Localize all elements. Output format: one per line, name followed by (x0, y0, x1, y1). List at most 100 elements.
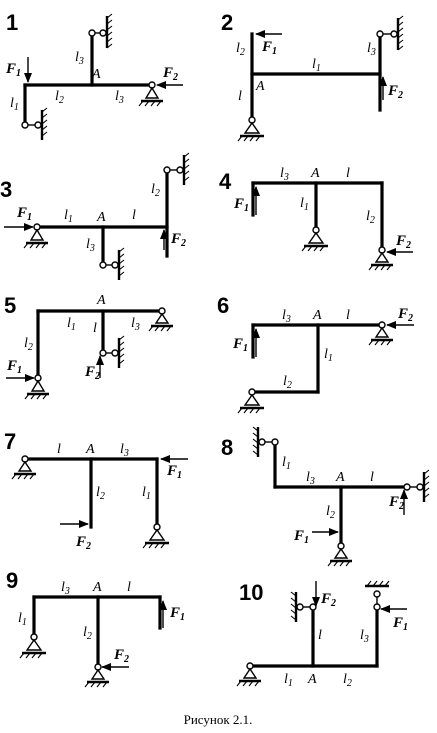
scheme-number-2: 2 (221, 10, 233, 35)
hatching (423, 469, 430, 499)
label-l3: l3 (306, 470, 315, 487)
label-l: l (127, 580, 131, 595)
pin (99, 349, 107, 357)
pin (296, 603, 304, 611)
pin (376, 30, 384, 38)
support-triangle (148, 528, 166, 541)
label-l: l (370, 470, 374, 485)
label-l2: l2 (83, 625, 92, 642)
label-f1: F1 (392, 615, 408, 633)
label-a: A (255, 79, 265, 94)
label-a: A (91, 67, 101, 82)
support-triangle (333, 547, 349, 559)
label-l: l (346, 166, 350, 181)
label-a: A (335, 470, 345, 485)
support-triangle (154, 312, 170, 324)
pin (271, 438, 279, 446)
support-triangle (144, 86, 160, 99)
label-f2: F2 (388, 494, 404, 512)
hatching (236, 680, 260, 687)
label-l3: l3 (61, 580, 70, 597)
figure-caption: Рисунок 2.1. (184, 712, 253, 727)
scheme-number-8: 8 (221, 435, 233, 460)
label-a: A (307, 672, 317, 687)
hatching (237, 407, 261, 414)
scheme-4: 4 F1 F2 A l3 l l1 l2 (219, 166, 413, 271)
scheme-9: 9 F1 F2 A l3 l l1 l2 (6, 568, 185, 688)
support-triangle (90, 668, 106, 680)
scheme-number-10: 10 (239, 580, 263, 605)
label-l1: l1 (312, 57, 321, 74)
hatching (237, 135, 261, 142)
label-l1: l1 (324, 347, 333, 364)
label-l: l (238, 89, 242, 104)
hatching (11, 473, 35, 480)
scheme-10: 10 F2 F1 A l1 l2 l l3 (236, 580, 408, 689)
hatching (368, 264, 392, 271)
pin (21, 121, 29, 129)
label-f1: F1 (261, 39, 277, 57)
hatching (183, 152, 190, 182)
label-l2: l2 (151, 182, 160, 199)
hatching (368, 339, 392, 346)
hatching (23, 242, 47, 249)
label-l2: l2 (236, 41, 245, 58)
label-f2: F2 (113, 647, 129, 665)
hatching (252, 426, 259, 456)
label-l1: l1 (300, 196, 309, 213)
label-f1: F1 (293, 528, 309, 546)
pin (99, 261, 107, 269)
label-f2: F2 (387, 83, 403, 101)
scheme-number-9: 9 (6, 568, 18, 593)
label-l1: l1 (284, 672, 293, 689)
support-triangle (29, 228, 45, 241)
label-a: A (310, 166, 320, 181)
pin (390, 30, 398, 38)
hatching (118, 247, 125, 277)
scheme-8: 8 F1 F2 A l3 l l1 l2 (221, 426, 430, 567)
support-triangle (243, 121, 261, 134)
hatching (24, 393, 48, 400)
label-l3: l3 (86, 237, 95, 254)
scheme-number-6: 6 (217, 293, 229, 318)
hatching (366, 580, 390, 587)
hatching (290, 591, 297, 621)
pin (99, 29, 107, 37)
hatching (301, 245, 325, 252)
label-f1: F1 (5, 61, 21, 79)
label-l2: l2 (24, 336, 33, 353)
scheme-number-1: 1 (6, 10, 18, 35)
label-l: l (132, 208, 136, 223)
label-f2: F2 (320, 591, 336, 609)
support-triangle (242, 667, 258, 679)
label-l2: l2 (96, 485, 105, 502)
scheme-number-7: 7 (4, 429, 16, 454)
label-l: l (318, 628, 322, 643)
label-l2: l2 (326, 504, 335, 521)
hatching (327, 560, 351, 567)
support-triangle (243, 393, 261, 406)
label-l3: l3 (120, 442, 129, 459)
label-l3: l3 (280, 166, 289, 183)
hatching (118, 335, 125, 365)
label-a: A (85, 442, 95, 457)
label-l: l (346, 308, 350, 323)
label-l1: l1 (142, 485, 151, 502)
label-f2: F2 (84, 364, 100, 382)
label-l2: l2 (366, 209, 375, 226)
support-triangle (17, 460, 33, 472)
label-f1: F1 (233, 196, 249, 214)
pin (163, 166, 171, 174)
pin (34, 121, 42, 129)
label-f2: F2 (162, 65, 178, 83)
scheme-number-4: 4 (219, 169, 232, 194)
label-l: l (93, 321, 97, 336)
label-f1: F1 (166, 463, 182, 481)
label-l3: l3 (360, 628, 369, 645)
label-f1: F1 (232, 336, 248, 354)
label-l3: l3 (282, 308, 291, 325)
hatching (148, 325, 172, 332)
pin (403, 483, 411, 491)
